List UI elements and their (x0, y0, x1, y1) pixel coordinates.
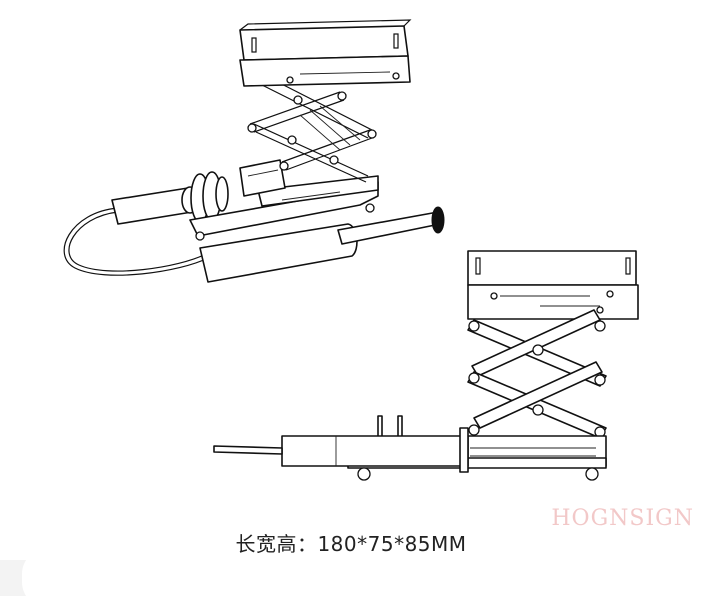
arm (281, 129, 371, 163)
side-pivot (468, 320, 480, 332)
top-tray-rim (239, 19, 412, 31)
side-top-plate (467, 250, 637, 286)
isometric-lift-drawing (63, 19, 445, 283)
side-pivot (468, 372, 480, 384)
foot-1 (195, 231, 205, 241)
arm (253, 123, 369, 177)
foot-2 (365, 203, 375, 213)
pivot (337, 91, 347, 101)
side-foot-1 (357, 467, 371, 481)
side-pivot (532, 344, 544, 356)
clamp-block (239, 159, 286, 197)
front-iron-handle (199, 223, 358, 283)
side-screw (490, 292, 498, 300)
tray-slot (251, 37, 257, 53)
tray-slot (393, 33, 399, 49)
base-slot (281, 191, 341, 201)
clamp-line (247, 169, 279, 177)
base-rail (257, 175, 379, 207)
side-pivot (468, 424, 480, 436)
side-screw (596, 306, 604, 314)
side-slot (475, 257, 481, 275)
side-pivot (594, 320, 606, 332)
side-pivot (532, 404, 544, 416)
side-pivot (594, 374, 606, 386)
arm-hatch (299, 105, 361, 151)
scissor-lift-illustration (63, 19, 639, 481)
side-slot (625, 257, 631, 275)
pivot (293, 95, 303, 105)
arm (255, 131, 367, 183)
side-arm (473, 361, 603, 429)
side-top-body (467, 284, 639, 320)
clamp-post (397, 415, 403, 439)
side-view-lift-drawing (213, 250, 639, 481)
pivot (247, 123, 257, 133)
bottom-rounded-panel (22, 548, 702, 608)
arm (285, 137, 373, 171)
pivot (287, 135, 297, 145)
heat-disc-3 (215, 176, 229, 212)
side-iron-sleeve (281, 435, 469, 467)
arm (249, 91, 341, 125)
arm (251, 79, 369, 139)
sleeve-end (459, 427, 469, 473)
side-iron-tip (213, 445, 283, 455)
arm (253, 99, 345, 133)
front-iron-tip-guard (431, 206, 445, 234)
tray-screw (286, 76, 294, 84)
watermark-text: HOGNSIGN (551, 506, 694, 531)
side-screw (606, 290, 614, 298)
top-tray-front (239, 25, 409, 61)
tray-screw (392, 72, 400, 80)
front-iron-barrel (337, 211, 441, 245)
clamp-post (377, 415, 383, 439)
pivot (329, 155, 339, 165)
side-foot-2 (585, 467, 599, 481)
top-tray-body (239, 55, 411, 87)
pivot (279, 161, 289, 171)
rear-handle (111, 187, 193, 225)
cable (63, 207, 209, 276)
side-arm (471, 309, 601, 377)
tray-slot-line (299, 71, 391, 75)
dimension-label: 长宽高：180*75*85MM (235, 532, 467, 556)
pivot (367, 129, 377, 139)
side-scissor-arms (467, 309, 607, 439)
cable-inner (68, 211, 207, 272)
